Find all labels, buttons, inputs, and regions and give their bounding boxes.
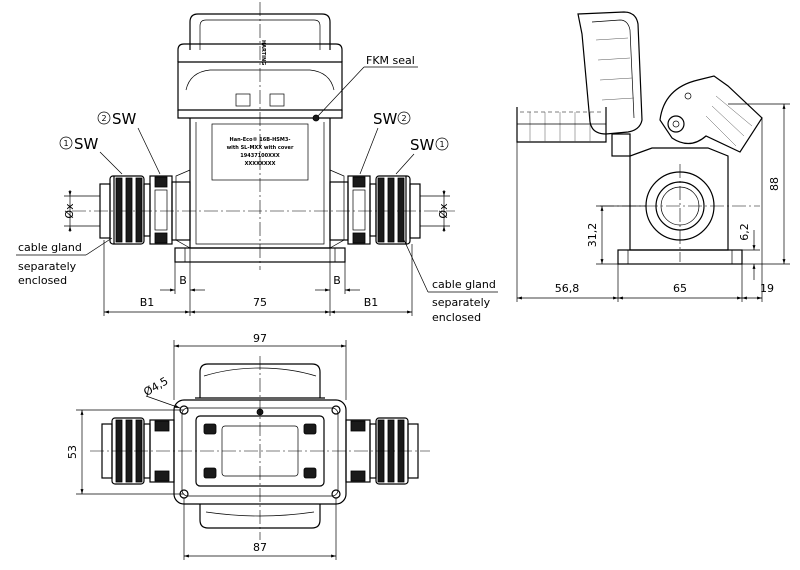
dim-19: 19	[760, 282, 774, 295]
callout-2-left-num: 2	[101, 114, 106, 123]
callout-2-right-num: 2	[401, 114, 406, 123]
cable-gland-right: cable gland	[432, 278, 496, 291]
callout-1-right	[435, 137, 449, 151]
separately-left: separately	[18, 260, 77, 273]
svg-text:HARTING: HARTING	[260, 40, 266, 65]
front-view: HARTING Han-Eco® 16B-HSM3- with SL-MXX w…	[16, 2, 498, 324]
dim-56-8: 56,8	[555, 282, 580, 295]
bottom-view: 97	[66, 332, 430, 560]
enclosed-right: enclosed	[432, 311, 481, 324]
phi-x-left: Øx	[63, 203, 76, 219]
left-cable-gland	[99, 175, 191, 245]
dim-75: 75	[253, 296, 267, 309]
dim-b-right: B	[333, 274, 341, 287]
side-view: 56,8 65 19 88 31,2 6,2	[516, 11, 790, 302]
dim-b-left: B	[179, 274, 187, 287]
sw-label-1-right: SW	[410, 136, 435, 154]
dim-53: 53	[66, 445, 79, 459]
phi-x-right: Øx	[437, 203, 450, 219]
dim-65: 65	[673, 282, 687, 295]
separately-right: separately	[432, 296, 491, 309]
callout-1-left-num: 1	[63, 139, 68, 148]
sw-label-2-right: SW	[373, 110, 398, 128]
dim-87: 87	[253, 541, 267, 554]
dim-b1-left: B1	[140, 296, 155, 309]
callout-2-right	[397, 111, 411, 125]
callout-1-left	[59, 136, 73, 150]
dim-b1-right: B1	[364, 296, 379, 309]
side-base	[617, 249, 743, 265]
cable-gland-left: cable gland	[18, 241, 82, 254]
dim-88: 88	[768, 177, 781, 191]
lever	[659, 75, 763, 153]
seal-dot	[312, 114, 320, 122]
mount-hole-tr	[331, 405, 341, 415]
enclosed-left: enclosed	[18, 274, 67, 287]
hood-cap	[577, 11, 643, 135]
sw-label-2-left: SW	[112, 110, 137, 128]
dim-31-2: 31,2	[586, 223, 599, 248]
callout-1-right-num: 1	[439, 140, 444, 149]
open-cover	[516, 107, 607, 143]
dim-6-2: 6,2	[738, 223, 751, 241]
dim-phi-4-5: Ø4,5	[141, 374, 170, 398]
right-cable-gland	[329, 175, 421, 245]
sw-label-1-left: SW	[74, 135, 99, 153]
fkm-seal-label: FKM seal	[366, 54, 415, 67]
dim-97: 97	[253, 332, 267, 345]
callout-2-left	[97, 111, 111, 125]
pivot	[667, 115, 685, 133]
